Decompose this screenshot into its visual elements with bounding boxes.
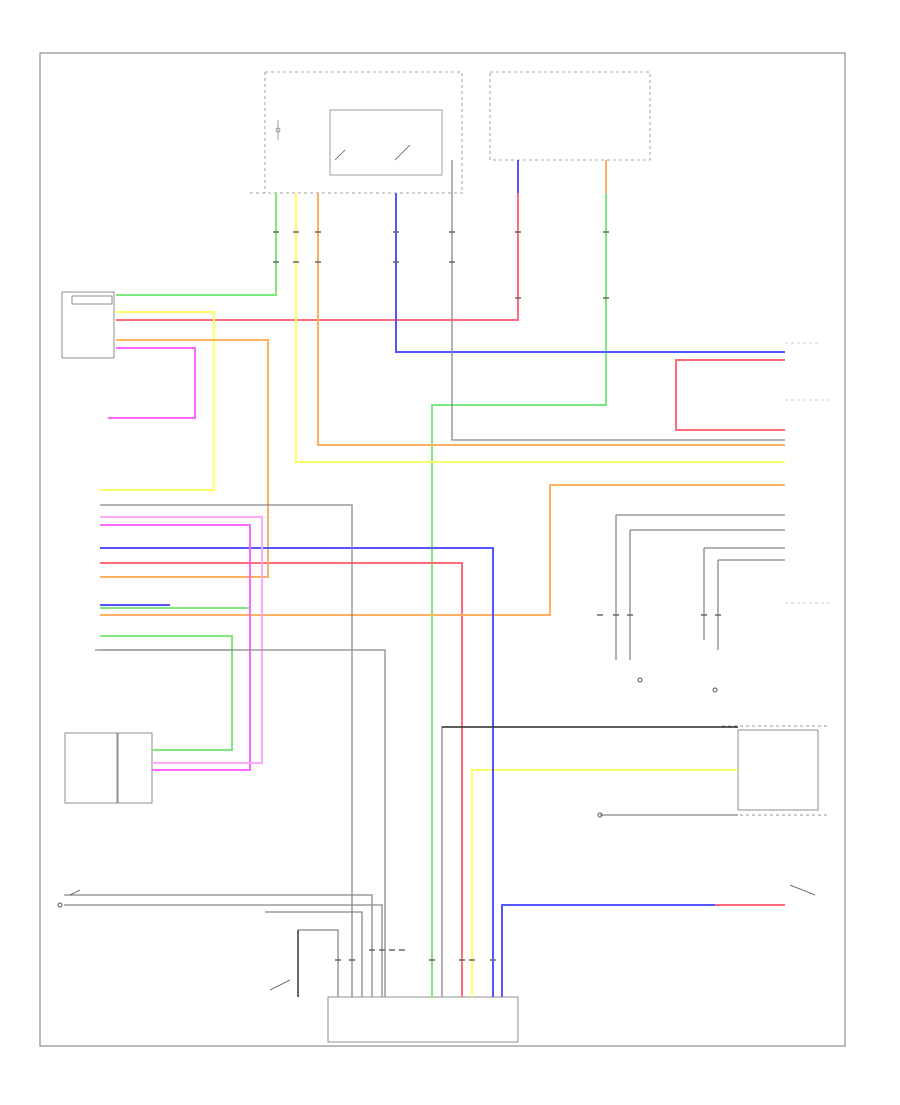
bottom-connector (327, 996, 519, 1043)
right-separators (785, 342, 830, 604)
wire-red-2 (675, 359, 785, 906)
wire-green-1 (116, 193, 277, 296)
top-left-junction-box (250, 71, 465, 194)
wire-dark (297, 726, 738, 997)
wire-orange-1 (100, 160, 785, 616)
diagram-border (39, 52, 846, 1047)
switch-symbols (69, 144, 816, 991)
buckle-switch-connector (64, 732, 153, 804)
wire-red-1 (100, 160, 519, 997)
wire-yellow-1 (100, 193, 785, 997)
wire-green-2 (431, 193, 607, 997)
wire-green-3 (100, 607, 250, 751)
ground-symbol (57, 677, 718, 908)
connector-marks (273, 231, 721, 961)
security-ecu-box (722, 725, 830, 816)
wire-grey (64, 160, 785, 997)
top-right-junction-box (489, 71, 651, 161)
wire-blue-1 (100, 160, 785, 997)
wire-magenta-1 (100, 347, 251, 771)
passenger-seat-sensor-connector (61, 291, 115, 359)
wire-pink-2 (100, 516, 263, 764)
